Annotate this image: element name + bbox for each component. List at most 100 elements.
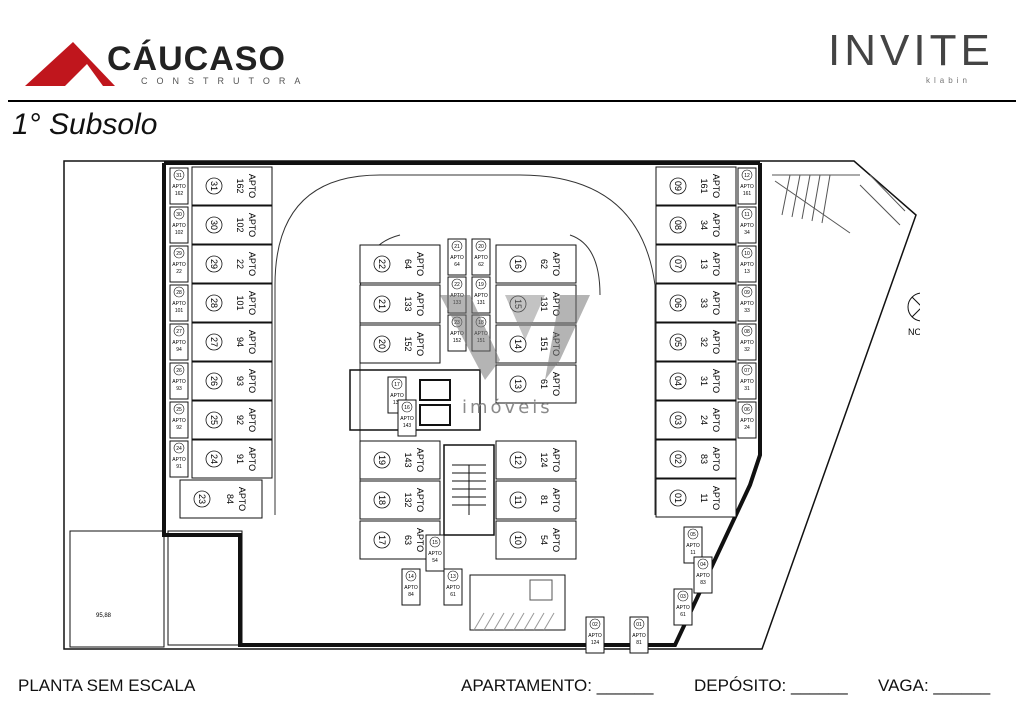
spot-apto-label: APTO [247, 408, 257, 432]
storage-unit-number: 64 [454, 262, 460, 268]
spot-apto-label: APTO [415, 528, 425, 552]
lower-left-area [69, 530, 165, 648]
spot-number: 08 [673, 220, 683, 230]
spot-apto-label: APTO [711, 330, 721, 354]
storage-number: 02 [592, 622, 598, 628]
storage-number: 19 [478, 282, 484, 288]
footer-deposito: DEPÓSITO: ______ [694, 676, 848, 695]
storage-apto-label: APTO [474, 293, 488, 299]
storage-apto-label: APTO [632, 633, 646, 639]
storage-apto-label: APTO [172, 418, 186, 424]
spot-number: 17 [377, 535, 387, 545]
header: CÁUCASO CONSTRUTORA INVITE klabin [0, 0, 1024, 100]
storage-unit-number: 143 [403, 423, 412, 429]
spot-apto-label: APTO [551, 448, 561, 472]
storage-apto-label: APTO [390, 393, 404, 399]
storage-unit-number: 84 [408, 592, 414, 598]
storage-apto-label: APTO [740, 418, 754, 424]
storage-number: 04 [700, 562, 706, 568]
watermark-text: imóveis [462, 397, 553, 418]
storage-apto-label: APTO [740, 184, 754, 190]
spot-apto-label: APTO [247, 330, 257, 354]
storage-unit-number: 61 [680, 612, 686, 618]
storage-number: 07 [744, 368, 750, 374]
spot-apto-label: APTO [247, 447, 257, 471]
storage-unit-number: 83 [700, 580, 706, 586]
spot-number: 23 [197, 494, 207, 504]
storage-number: 05 [690, 532, 696, 538]
floor-plan: 95,88 NORTE 31APTO16230APTO10229APTO2228… [63, 160, 920, 654]
storage-apto-label: APTO [740, 223, 754, 229]
storage-apto-label: APTO [172, 262, 186, 268]
spot-apto-label: APTO [711, 291, 721, 315]
page-title: 1° Subsolo [12, 108, 158, 141]
spot-number: 16 [513, 259, 523, 269]
spot-unit: 91 [235, 454, 245, 464]
spot-apto-label: APTO [415, 448, 425, 472]
storage-number: 24 [176, 446, 182, 452]
storage-number: 08 [744, 329, 750, 335]
spot-unit: 54 [539, 535, 549, 545]
company-name: CÁUCASO [107, 40, 286, 78]
spot-apto-label: APTO [415, 332, 425, 356]
spot-number: 09 [673, 181, 683, 191]
spot-unit: 33 [699, 298, 709, 308]
header-divider [8, 100, 1016, 102]
spot-number: 21 [377, 299, 387, 309]
storage-apto-label: APTO [474, 255, 488, 261]
spot-unit: 84 [225, 494, 235, 504]
spot-unit: 31 [699, 376, 709, 386]
spot-unit: 61 [539, 379, 549, 389]
storage-number: 26 [176, 368, 182, 374]
spot-apto-label: APTO [551, 372, 561, 396]
spot-unit: 124 [539, 452, 549, 467]
storage-apto-label: APTO [172, 184, 186, 190]
storage-unit-number: 54 [432, 558, 438, 564]
spot-number: 30 [209, 220, 219, 230]
storage-unit-number: 11 [690, 550, 695, 556]
spot-number: 25 [209, 415, 219, 425]
storage-number: 01 [636, 622, 642, 628]
spot-unit: 101 [235, 295, 245, 310]
spot-apto-label: APTO [415, 488, 425, 512]
stair-block [443, 444, 495, 536]
spot-apto-label: APTO [247, 369, 257, 393]
spot-apto-label: APTO [711, 369, 721, 393]
storage-unit-number: 93 [176, 386, 182, 392]
company-subtitle: CONSTRUTORA [141, 76, 310, 86]
storage-number: 13 [450, 574, 456, 580]
accessible-spot [469, 574, 566, 631]
storage-number: 14 [408, 574, 414, 580]
storage-apto-label: APTO [172, 379, 186, 385]
storage-unit-number: 32 [744, 347, 750, 353]
storage-number: 16 [404, 405, 410, 411]
storage-apto-label: APTO [172, 457, 186, 463]
storage-number: 31 [176, 173, 182, 179]
elevation-label: 95,88 [96, 613, 112, 619]
spot-unit: 92 [235, 415, 245, 425]
storage-unit-number: 33 [744, 308, 750, 314]
storage-number: 21 [454, 244, 460, 250]
spot-apto-label: APTO [551, 528, 561, 552]
